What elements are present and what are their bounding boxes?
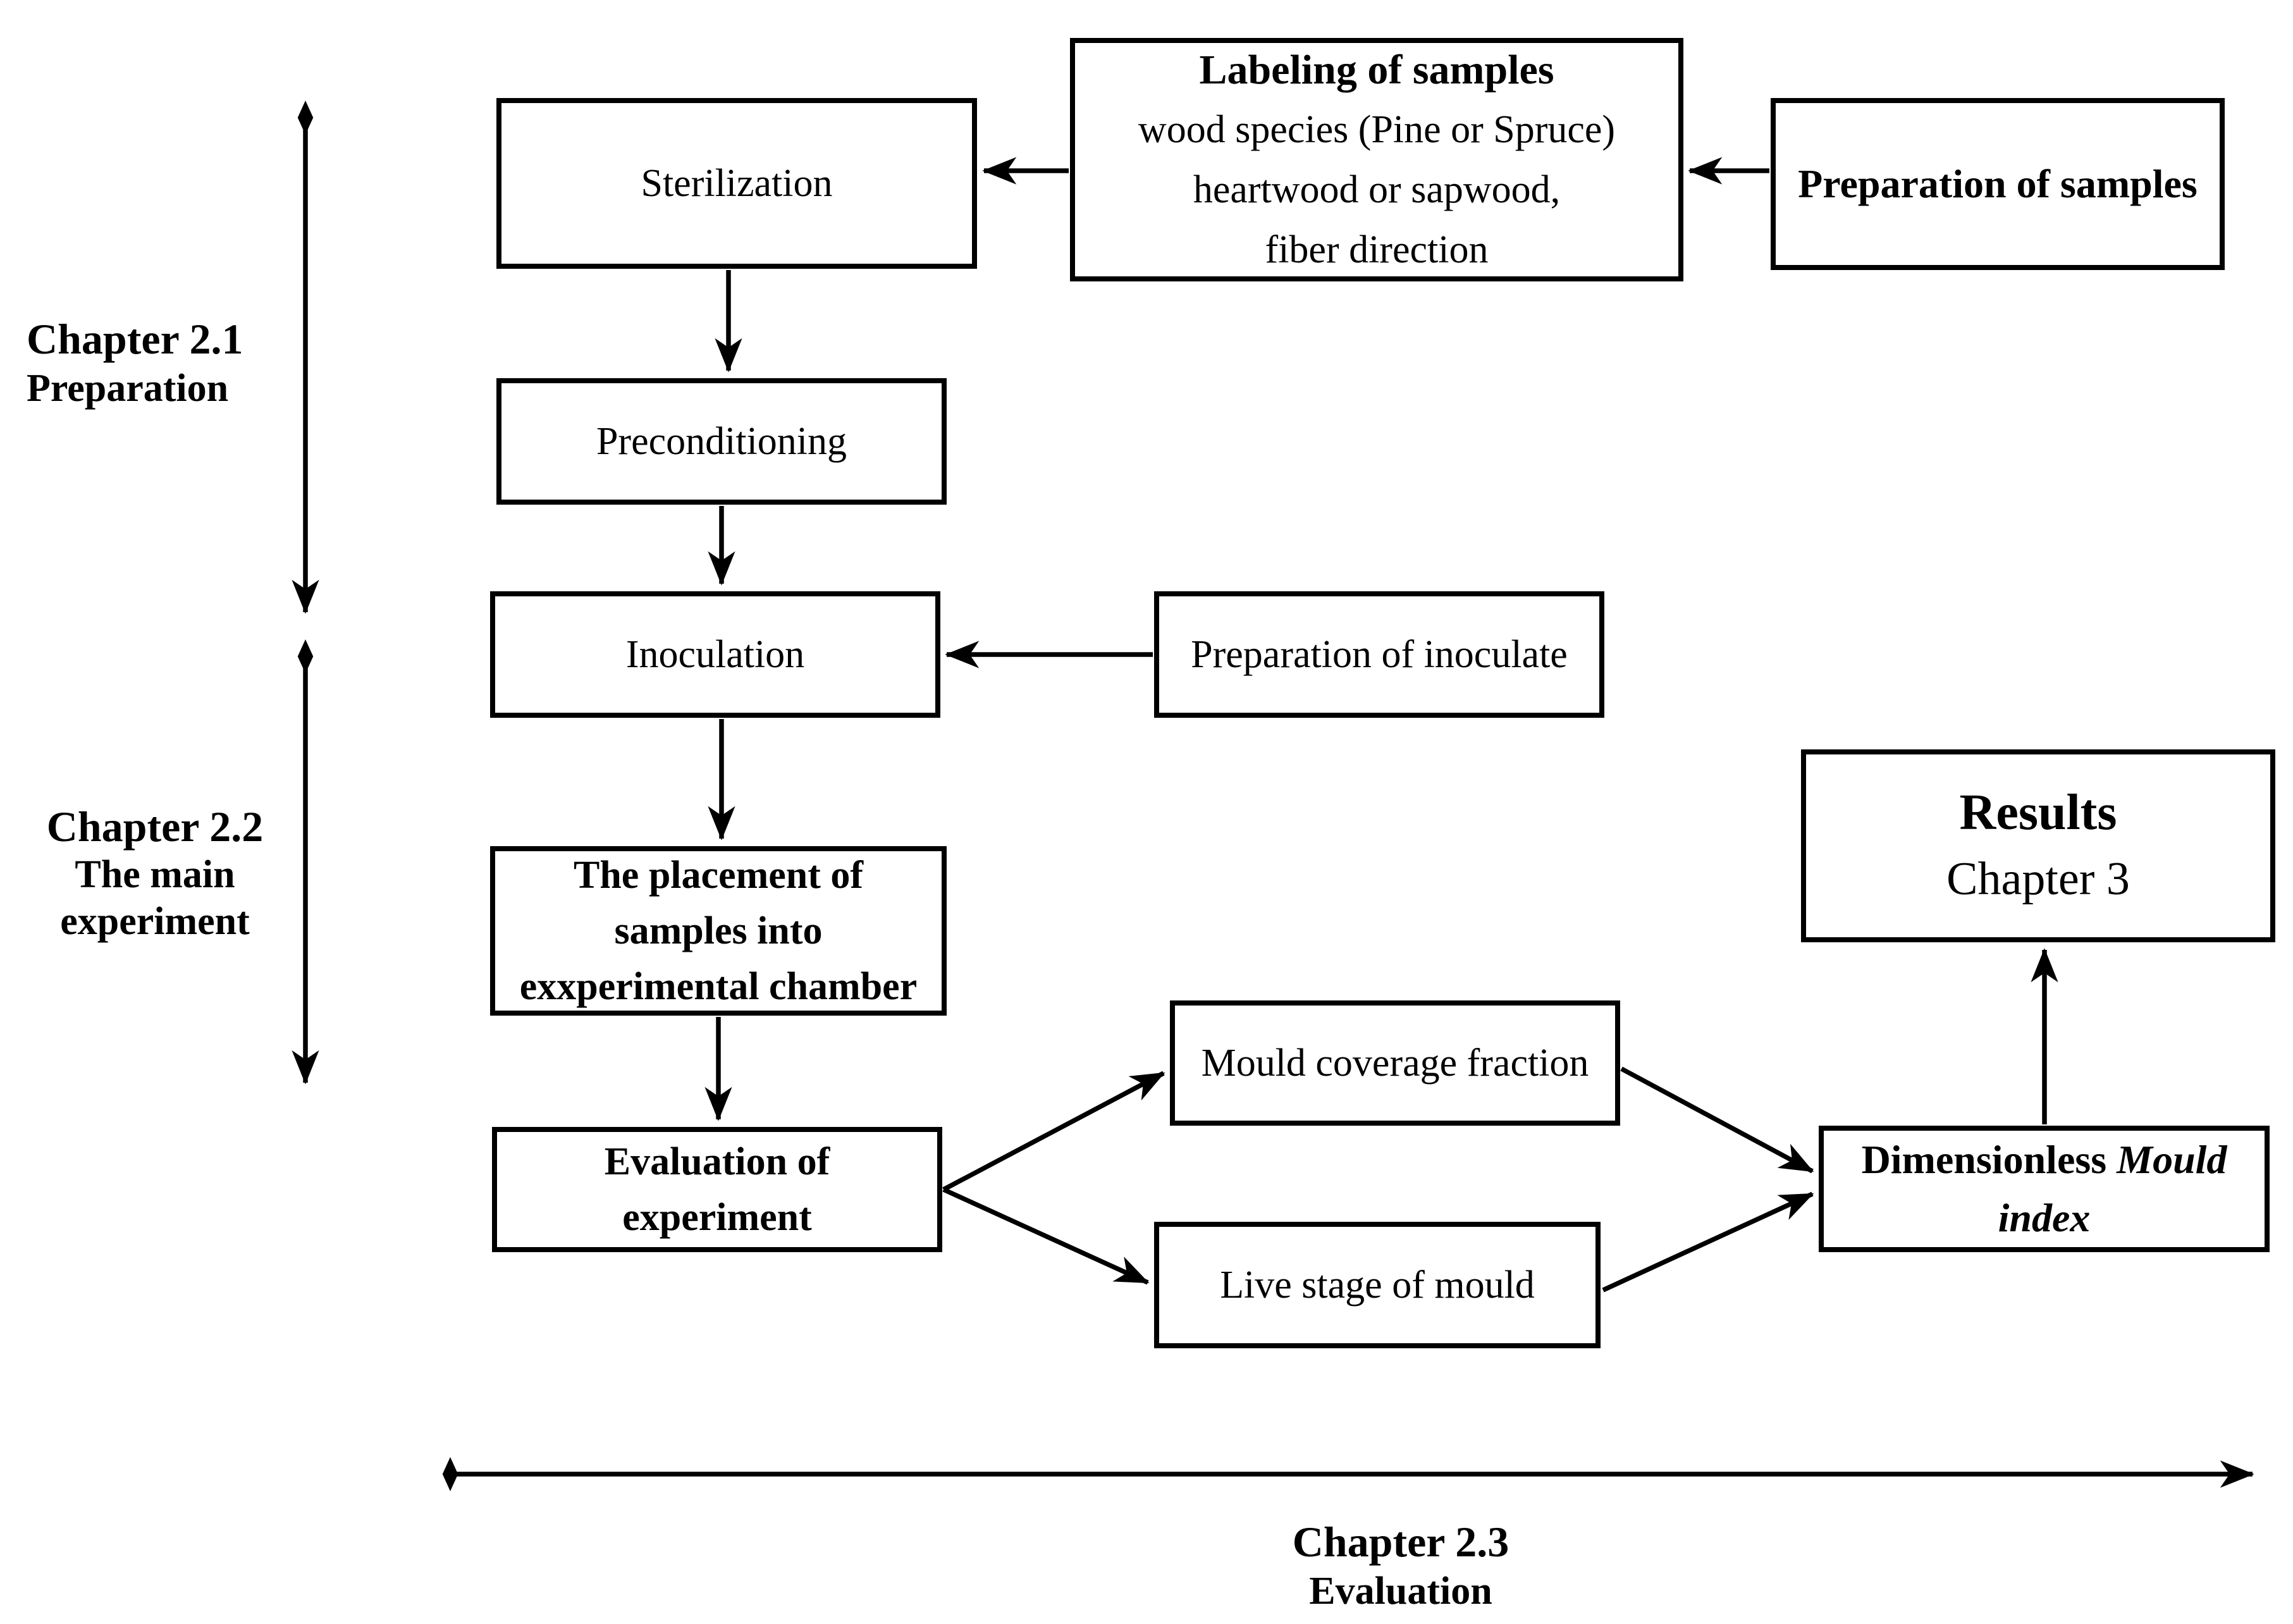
box-inoculation: Inoculation [490,591,940,718]
chapter-2-2-subtitle-1: The main [75,853,235,896]
chapter-2-2-subtitle-2: experiment [60,900,250,943]
box-labeling-of-samples: Labeling of samples wood species (Pine o… [1070,38,1683,281]
live-stage-label: Live stage of mould [1220,1263,1535,1307]
labeling-line-wood-species: wood species (Pine or Spruce) [1138,108,1616,151]
chapter-2-3-label: Chapter 2.3 Evaluation [1198,1516,1603,1615]
placement-line-1: The placement of [573,854,864,897]
box-sterilization: Sterilization [496,98,977,269]
evaluation-line-2: experiment [622,1196,812,1239]
box-live-stage-of-mould: Live stage of mould [1154,1222,1601,1348]
labeling-title: Labeling of samples [1199,46,1554,93]
chapter-2-3-title: Chapter 2.3 [1292,1518,1509,1566]
box-preparation-of-inoculate: Preparation of inoculate [1154,591,1604,718]
box-preconditioning: Preconditioning [496,378,947,505]
box-evaluation-of-experiment: Evaluation of experiment [492,1127,942,1252]
box-results: Results Chapter 3 [1801,749,2275,942]
results-title: Results [1959,784,2117,840]
labeling-line-fiber: fiber direction [1265,228,1489,271]
preparation-of-inoculate-label: Preparation of inoculate [1191,632,1568,676]
chapter-2-2-title: Chapter 2.2 [46,803,264,851]
chapter-2-1-title: Chapter 2.1 [27,315,243,363]
dimensionless-bold-text: Dimensionless [1861,1137,2107,1182]
arrow-live-stage-to-dimensionless [1602,1191,1814,1293]
inoculation-label: Inoculation [625,632,805,676]
dimensionless-italic-index: index [1998,1195,2091,1240]
box-mould-coverage-fraction: Mould coverage fraction [1170,1000,1620,1126]
labeling-line-heartwood: heartwood or sapwood, [1193,168,1561,211]
chapter-2-2-label: Chapter 2.2 The main experiment [19,802,291,945]
box-preparation-of-samples: Preparation of samples [1771,98,2225,270]
mould-coverage-label: Mould coverage fraction [1201,1041,1589,1085]
placement-line-2: samples into [614,909,823,952]
placement-line-3: exxperimental chamber [519,965,918,1008]
sterilization-label: Sterilization [641,161,833,205]
chapter-2-3-subtitle: Evaluation [1309,1570,1492,1613]
dimensionless-line-1: Dimensionless Mould [1862,1131,2227,1189]
dimensionless-italic-mould: Mould [2117,1137,2227,1182]
preparation-of-samples-label: Preparation of samples [1798,161,2198,207]
box-dimensionless-mould-index: Dimensionless Mould index [1819,1126,2270,1252]
arrow-mould-coverage-to-dimensionless [1620,1066,1814,1174]
preconditioning-label: Preconditioning [596,419,847,463]
arrow-evaluation-to-mould-coverage [942,1071,1165,1192]
evaluation-line-1: Evaluation of [604,1140,830,1183]
dimensionless-line-2: index [1998,1189,2091,1247]
box-placement-into-chamber: The placement of samples into exxperimen… [490,846,947,1016]
arrow-evaluation-to-live-stage [942,1187,1150,1285]
results-subtitle: Chapter 3 [1946,852,2130,905]
chapter-2-1-subtitle: Preparation [27,367,229,410]
chapter-2-1-label: Chapter 2.1 Preparation [27,314,292,412]
